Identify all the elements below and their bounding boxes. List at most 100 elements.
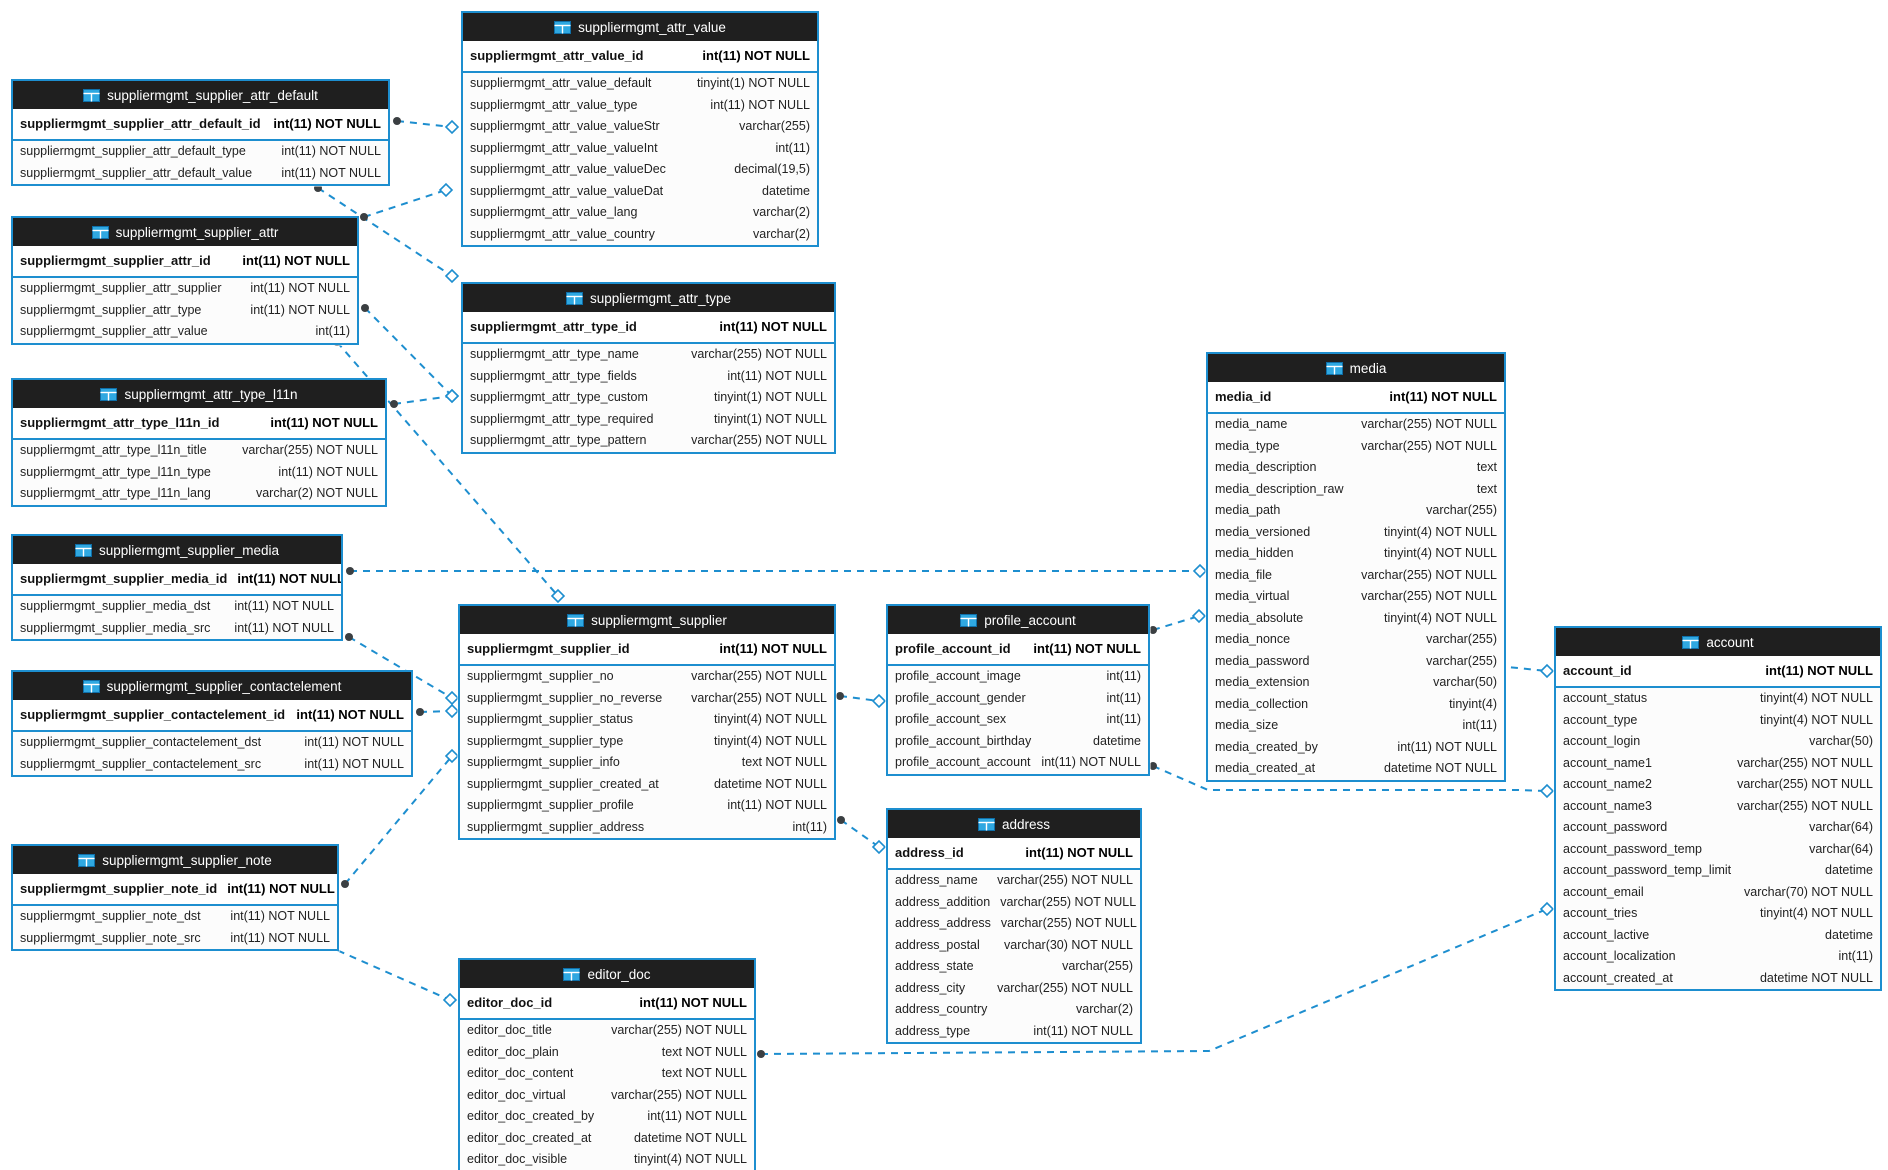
column-name: account_status	[1563, 691, 1648, 705]
column-name: suppliermgmt_attr_type_pattern	[470, 433, 647, 447]
column-name: suppliermgmt_supplier_contactelement_dst	[20, 735, 262, 749]
column-type: text NOT NULL	[741, 755, 827, 769]
column-type: int(11) NOT NULL	[727, 368, 827, 383]
column-name: media_file	[1215, 567, 1272, 582]
column-name: media_created_at	[1215, 761, 1316, 775]
column-name: suppliermgmt_supplier_contactelement_id	[20, 707, 286, 722]
column-type: int(11) NOT NULL	[234, 620, 334, 635]
column-name: suppliermgmt_supplier_info	[467, 755, 620, 769]
column-name: suppliermgmt_attr_type_l11n_id	[20, 415, 220, 430]
column-type: tinyint(4) NOT NULL	[1384, 524, 1497, 539]
table-header[interactable]: media	[1208, 354, 1504, 382]
column-name: account_tries	[1563, 906, 1638, 920]
relation-source-dot	[345, 633, 353, 641]
table-header[interactable]: suppliermgmt_supplier_media	[13, 536, 341, 564]
relation-target-diamond	[1539, 783, 1555, 799]
table-icon	[565, 291, 583, 305]
column-name: media_description_raw	[1215, 481, 1344, 496]
column-name: account_password	[1563, 820, 1668, 834]
column-type: int(11) NOT NULL	[281, 144, 381, 158]
column-name: suppliermgmt_attr_type_l11n_lang	[20, 486, 211, 500]
relation-line	[419, 710, 453, 713]
table-header[interactable]: suppliermgmt_attr_type	[463, 284, 834, 312]
relation-source-dot	[1149, 762, 1157, 770]
column-type: int(11) NOT NULL	[1033, 641, 1141, 656]
table-header[interactable]: suppliermgmt_supplier_attr	[13, 218, 357, 246]
column-type: varchar(2)	[1076, 1002, 1133, 1016]
column-type: varchar(255) NOT NULL	[691, 433, 827, 447]
column-name: suppliermgmt_supplier_type	[467, 733, 624, 748]
table-icon	[100, 387, 118, 401]
table-header[interactable]: address	[888, 810, 1140, 838]
column-type: varchar(255) NOT NULL	[242, 443, 378, 457]
column-name: suppliermgmt_attr_value_valueStr	[470, 119, 660, 133]
column-type: int(11) NOT NULL	[304, 735, 404, 749]
table-header[interactable]: suppliermgmt_attr_type_l11n	[13, 380, 385, 408]
column-name: address_addition	[895, 894, 991, 909]
table-header[interactable]: suppliermgmt_supplier_contactelement	[13, 672, 411, 700]
table-header[interactable]: suppliermgmt_supplier_attr_default	[13, 81, 388, 109]
table-header[interactable]: editor_doc	[460, 960, 754, 988]
table-header[interactable]: suppliermgmt_attr_value	[463, 13, 817, 41]
column-name: media_description	[1215, 460, 1317, 474]
relation-source-dot	[416, 708, 424, 716]
column-type: int(11) NOT NULL	[639, 995, 747, 1010]
column-name: suppliermgmt_supplier_attr_supplier	[20, 281, 222, 295]
table-header[interactable]: profile_account	[888, 606, 1148, 634]
table-title: suppliermgmt_supplier_media	[98, 542, 280, 558]
column-type: text	[1476, 460, 1497, 474]
relation-target-diamond	[1192, 563, 1208, 579]
column-name: account_lactive	[1563, 927, 1650, 942]
column-type: int(11) NOT NULL	[296, 707, 404, 722]
table-header[interactable]: suppliermgmt_supplier_note	[13, 846, 337, 874]
column-type: varchar(2)	[753, 226, 810, 241]
relation-target-diamond	[438, 182, 454, 198]
column-type: tinyint(4) NOT NULL	[714, 733, 827, 748]
column-name: editor_doc_visible	[467, 1152, 568, 1166]
column-type: int(11) NOT NULL	[234, 599, 334, 613]
column-name: editor_doc_virtual	[467, 1087, 566, 1102]
table-header[interactable]: suppliermgmt_supplier	[460, 606, 834, 634]
column-name: account_name1	[1563, 755, 1652, 770]
table-header[interactable]: account	[1556, 628, 1880, 656]
table-suppliermgmt_attr_type[interactable]: suppliermgmt_attr_type suppliermgmt_attr_…	[461, 282, 836, 454]
column-type: datetime NOT NULL	[1759, 970, 1873, 985]
column-row: suppliermgmt_supplier_contactelement_src…	[13, 754, 411, 776]
column-type: int(11) NOT NULL	[1389, 389, 1497, 404]
